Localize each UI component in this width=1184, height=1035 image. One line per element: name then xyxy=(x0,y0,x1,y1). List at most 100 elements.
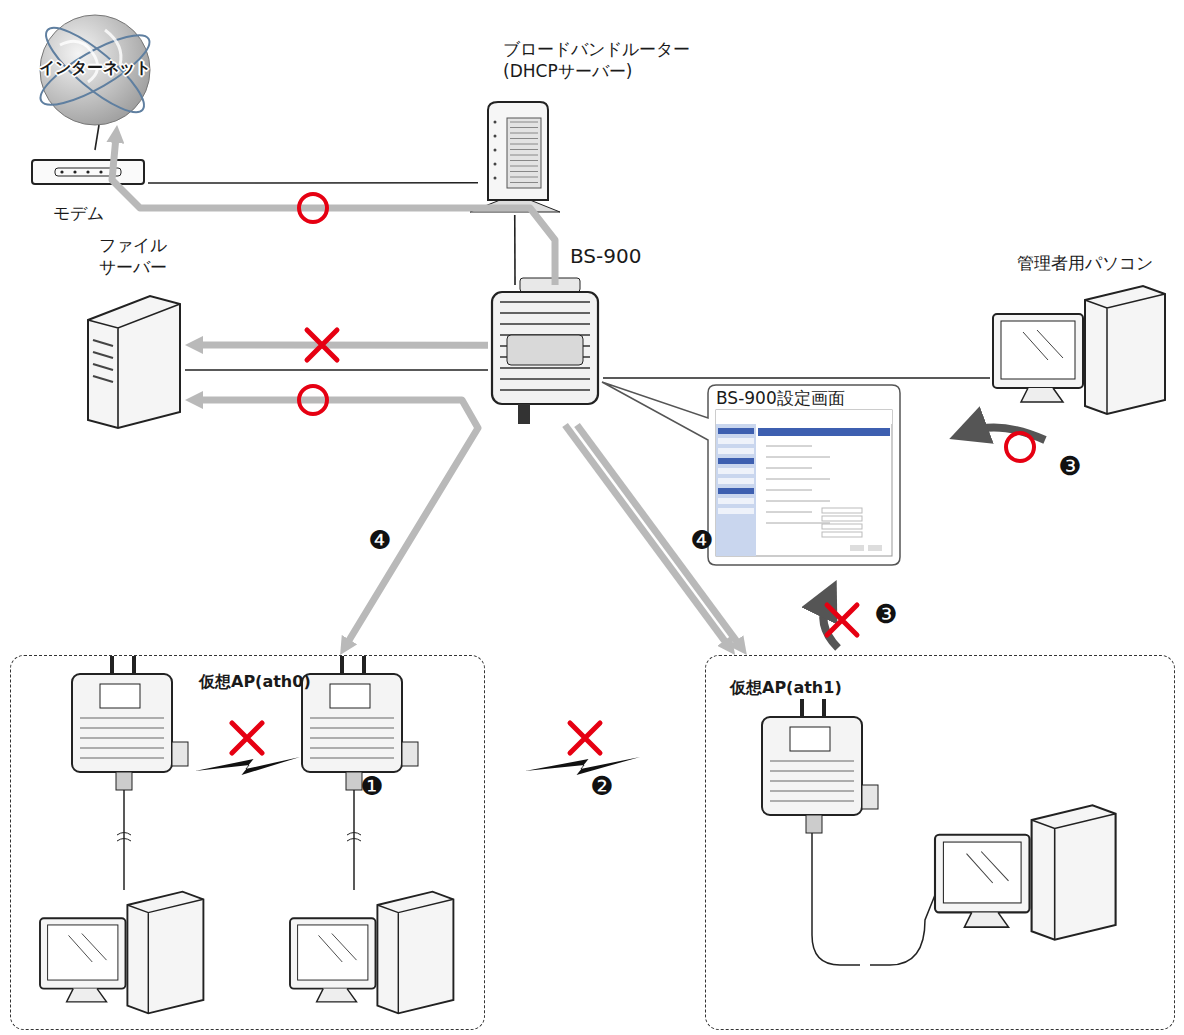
setup-screen-callout-part xyxy=(718,468,754,474)
ath1-unit-part xyxy=(762,699,878,833)
callout-number: ❸ xyxy=(1058,453,1081,479)
router-icon-part xyxy=(494,149,497,152)
router-icon-part xyxy=(510,155,538,156)
device-node: BS-900設定画面 xyxy=(708,385,900,565)
ath1-unit-part-part xyxy=(806,815,822,833)
admin-pc-icon xyxy=(993,286,1165,414)
node-label: BS-900 xyxy=(570,243,641,269)
router-icon-part xyxy=(510,144,538,145)
ath0-units-part-part xyxy=(310,718,394,719)
router-icon-part xyxy=(488,102,548,200)
setup-screen-callout-part xyxy=(718,508,754,514)
admin-pc-icon-part xyxy=(993,286,1165,414)
ath0-units-part-part xyxy=(127,899,203,1013)
network-cable xyxy=(514,215,516,285)
ath1-unit-part-part xyxy=(770,771,854,772)
setup-screen-callout-part xyxy=(868,545,882,551)
ath1-unit-part-part xyxy=(1032,814,1116,940)
traffic-arrow xyxy=(577,425,740,645)
bs900-unit-part xyxy=(500,312,590,314)
router-icon-part xyxy=(510,160,538,161)
modem-icon-part xyxy=(60,170,63,173)
ath0-units-part-part xyxy=(67,989,107,1002)
file-server-icon xyxy=(88,296,180,428)
router-icon-part xyxy=(494,121,497,124)
ath0-units-part-part xyxy=(319,934,357,963)
ath0-units-part-part xyxy=(298,925,368,980)
file-server-icon-part xyxy=(88,296,180,428)
ath1-unit-part-part xyxy=(770,761,854,762)
ath0-units-part-part xyxy=(80,738,164,739)
router-icon xyxy=(470,102,560,212)
device-node: 管理者用パソコン xyxy=(990,290,1180,405)
setup-screen-callout-part xyxy=(766,523,830,524)
ath1-unit-part-part xyxy=(967,852,1009,884)
ath0-units-part-part xyxy=(310,758,394,759)
ath1-unit-part-part xyxy=(943,842,1021,903)
admin-pc-icon-part-part xyxy=(993,314,1083,388)
ath1-unit-part-part xyxy=(935,835,1030,913)
setup-screen-callout-part xyxy=(758,428,890,436)
ath1-unit xyxy=(762,699,1116,965)
setup-screen-callout-part xyxy=(766,479,830,480)
ath0-units-part xyxy=(195,757,300,775)
network-cable xyxy=(603,377,990,379)
node-label: ファイル サーバー xyxy=(92,234,174,278)
bs900-unit-part xyxy=(500,301,590,303)
bs900-unit xyxy=(492,278,598,424)
router-icon-part xyxy=(510,177,538,178)
ath0-units-part-part xyxy=(310,748,394,749)
access-arrows xyxy=(823,428,1045,649)
ng-mark xyxy=(570,723,600,753)
ok-mark xyxy=(299,194,327,222)
file-server-icon-part xyxy=(93,340,113,346)
ath0-units-part-part xyxy=(377,899,453,1013)
bs900-unit-part xyxy=(500,367,590,369)
ath1-unit-part xyxy=(812,833,935,965)
ath0-units-part xyxy=(353,790,355,890)
setup-screen-callout-part xyxy=(718,488,754,494)
ath1-unit-part xyxy=(935,805,1116,939)
ath0-units-part-part xyxy=(40,918,126,988)
bs900-unit-part xyxy=(507,335,583,365)
ath0-units-part-part xyxy=(310,728,394,729)
setup-screen-callout-part xyxy=(766,457,830,458)
admin-pc-icon-part-part xyxy=(1021,388,1063,402)
router-icon-part xyxy=(494,163,497,166)
ath0-units-part-part xyxy=(302,674,402,772)
router-icon-part xyxy=(510,133,538,134)
ath0-units-part-part xyxy=(346,772,362,790)
ath1-unit-part-part xyxy=(762,717,862,815)
router-icon-part xyxy=(510,149,538,150)
network-cable xyxy=(95,125,99,150)
ath0-units-part-part xyxy=(317,989,357,1002)
file-server-icon-part xyxy=(93,352,113,358)
file-server-icon-part xyxy=(93,376,113,382)
bs900-unit-part xyxy=(520,278,580,292)
setup-screen-callout-part xyxy=(718,478,754,484)
modem-icon-part xyxy=(32,160,144,184)
admin-pc-icon-part-part xyxy=(1085,294,1165,414)
bs900-unit-part xyxy=(518,404,530,424)
router-icon-part xyxy=(510,138,538,139)
device-node: ファイル サーバー xyxy=(80,290,185,425)
traffic-arrow xyxy=(197,400,478,645)
ath0-units-part-part xyxy=(69,934,107,963)
ok-mark xyxy=(299,386,327,414)
globe-icon-part xyxy=(32,23,157,116)
setup-screen-callout-part xyxy=(822,516,862,521)
virtual-ap-group: 仮想AP(ath1) xyxy=(705,655,1175,1030)
ath0-units-part-part xyxy=(80,718,164,719)
ath0-units-part-part xyxy=(80,758,164,759)
device-node: ブロードバンドルーター (DHCPサーバー) xyxy=(478,100,553,215)
setup-screen-callout-part xyxy=(716,410,892,556)
modem-icon-part xyxy=(99,170,102,173)
node-label: 仮想AP(ath1) xyxy=(730,678,842,699)
setup-screen-callout-part xyxy=(716,410,892,424)
setup-screen-callout-part xyxy=(766,468,812,469)
callout-number: ❶ xyxy=(360,773,383,799)
ath0-units-part xyxy=(72,656,188,790)
